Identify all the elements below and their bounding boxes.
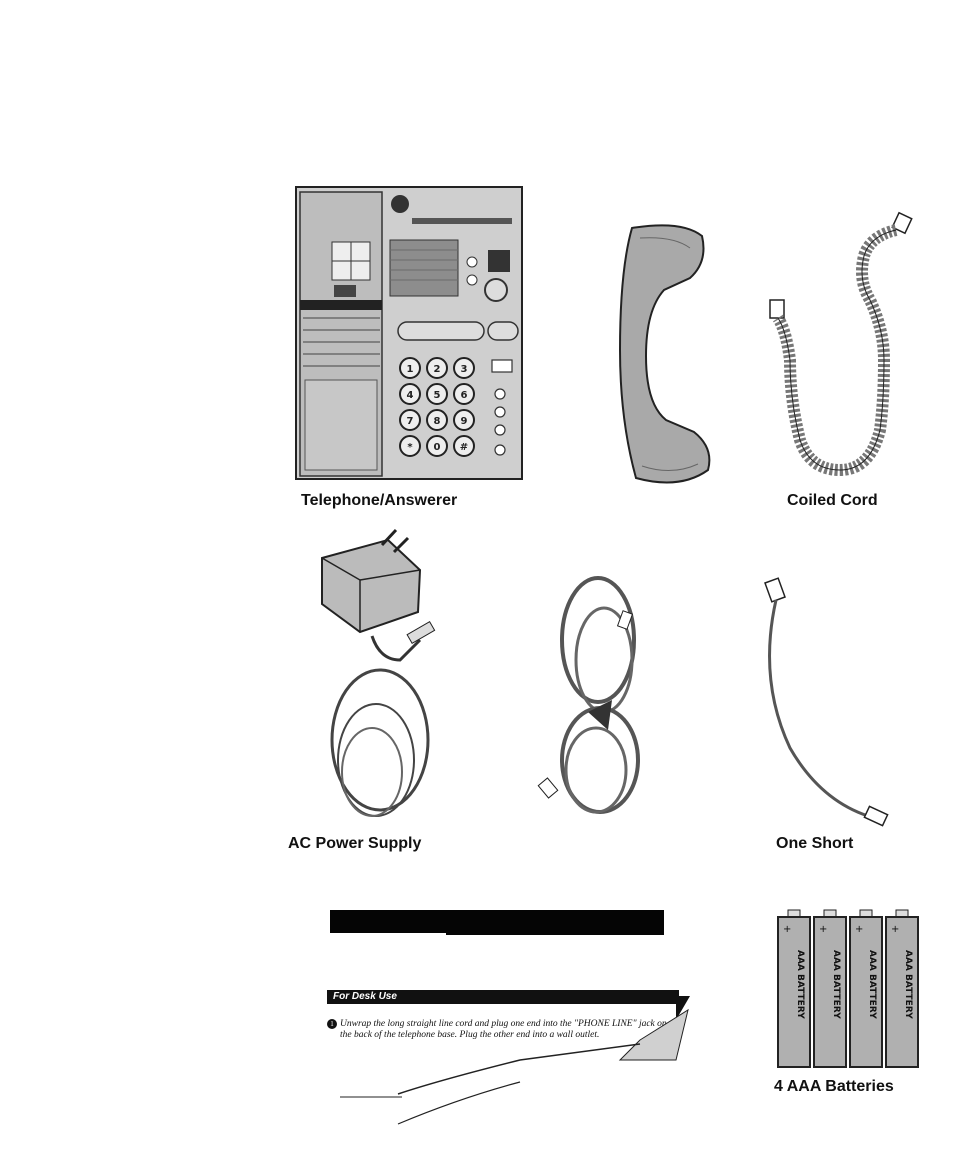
- caption-ac-power-supply: AC Power Supply: [288, 835, 422, 852]
- keypad-key: [426, 383, 448, 405]
- plus-icon: +: [783, 924, 791, 935]
- caption-coiled-cord: Coiled Cord: [787, 492, 878, 509]
- keypad-key-label: 3: [461, 364, 468, 375]
- keypad-key: [399, 383, 421, 405]
- keypad-key-label: #: [460, 442, 468, 453]
- battery-label: AAA BATTERY: [867, 950, 877, 1019]
- inset-step-text: Unwrap the long straight line cord and p…: [340, 1019, 667, 1040]
- keypad-key-label: 7: [407, 416, 414, 427]
- keypad-key-label: 1: [407, 364, 414, 375]
- aaa-battery: AAA BATTERY +: [813, 909, 847, 1068]
- plus-icon: +: [819, 924, 827, 935]
- keypad-key-label: 8: [434, 416, 441, 427]
- caption-batteries: 4 AAA Batteries: [774, 1078, 894, 1095]
- keypad-key-label: 9: [461, 416, 468, 427]
- battery-label: AAA BATTERY: [831, 950, 841, 1019]
- aaa-battery: AAA BATTERY +: [777, 909, 811, 1068]
- keypad-key: [399, 409, 421, 431]
- keypad-key: [453, 383, 475, 405]
- keypad-key: [453, 357, 475, 379]
- inset-step-1: 1 Unwrap the long straight line cord and…: [327, 1019, 680, 1041]
- keypad-key: [426, 435, 448, 457]
- keypad-key: [399, 357, 421, 379]
- keypad-key: [426, 409, 448, 431]
- aaa-battery: AAA BATTERY +: [885, 909, 919, 1068]
- keypad-key: [453, 435, 475, 457]
- keypad-key-label: *: [407, 442, 413, 453]
- keypad-key-label: 6: [461, 390, 468, 401]
- keypad-key: [426, 357, 448, 379]
- aaa-battery: AAA BATTERY +: [849, 909, 883, 1068]
- redaction-bar-gap: [330, 933, 446, 935]
- caption-telephone-answerer: Telephone/Answerer: [301, 492, 458, 509]
- step-number-badge: 1: [327, 1019, 337, 1029]
- keypad-key-label: 4: [407, 390, 414, 401]
- battery-label: AAA BATTERY: [903, 950, 913, 1019]
- keypad-key: [453, 409, 475, 431]
- redaction-bar: [330, 910, 664, 935]
- keypad-key-label: 0: [434, 442, 441, 453]
- keypad-key: [399, 435, 421, 457]
- keypad-key-label: 2: [434, 364, 441, 375]
- caption-one-short: One Short: [776, 835, 854, 852]
- inset-heading: For Desk Use: [327, 990, 679, 1004]
- battery-label: AAA BATTERY: [795, 950, 805, 1019]
- plus-icon: +: [855, 924, 863, 935]
- keypad-key-label: 5: [434, 390, 441, 401]
- plus-icon: +: [891, 924, 899, 935]
